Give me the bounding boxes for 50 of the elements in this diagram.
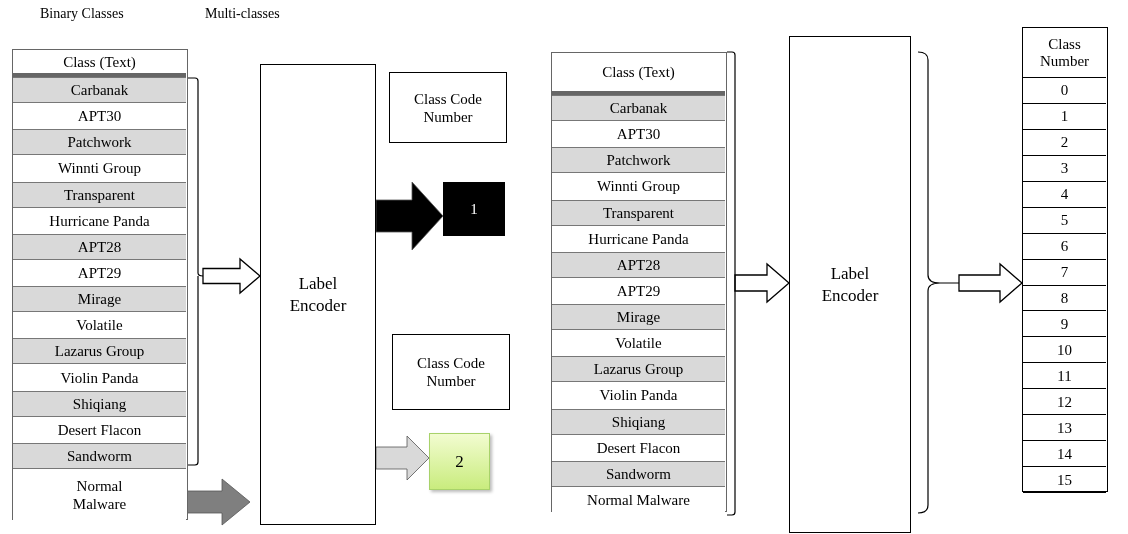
label-encoder-box: Label Encoder [789,36,911,533]
class-table [551,52,727,512]
column-heading: Binary Classes [40,6,124,22]
class-code-box: Class Code Number [389,72,507,143]
table-row: 0 [1023,78,1106,104]
table-row: 8 [1023,285,1106,312]
table-row: Lazarus Group [13,338,186,365]
class-code-box: Class Code Number [392,334,510,410]
block-arrow [185,478,251,526]
table-row: 3 [1023,155,1106,182]
table-row: Shiqiang [13,390,186,417]
table-row: Transparent [13,181,186,208]
block-arrow [375,435,430,481]
block-arrow [375,181,444,251]
table-row: 12 [1023,389,1106,416]
table-row: 5 [1023,207,1106,234]
table-row: 13 [1023,415,1106,442]
label-encoder-box: Label Encoder [260,64,376,525]
table-row: Carbanak [552,95,725,122]
table-row: 10 [1023,337,1106,364]
code-number-box: 2 [429,433,490,490]
table-header: Class Number [1023,28,1106,78]
block-arrow [734,262,790,304]
code-number-box: 1 [443,182,505,236]
table-row: Lazarus Group [552,356,725,383]
table-row: Sandworm [552,460,725,487]
table-row: Carbanak [13,77,186,104]
table-row: Patchwork [13,129,186,156]
table-row: Patchwork [552,147,725,174]
table-row: Shiqiang [552,408,725,435]
table-row: 14 [1023,441,1106,468]
table-row: 9 [1023,311,1106,338]
table-row: 6 [1023,233,1106,260]
table-row: Mirage [13,286,186,313]
table-row: 7 [1023,259,1106,286]
block-arrow [202,257,261,295]
table-row: 15 [1023,467,1106,493]
table-row: 1 [1023,103,1106,130]
table-row: APT28 [552,251,725,278]
table-row: 2 [1023,129,1106,156]
column-heading: Multi-classes [205,6,280,22]
table-row: 11 [1023,363,1106,390]
table-row: APT28 [13,233,186,260]
class-table [12,49,188,520]
table-row: Sandworm [13,442,186,469]
table-row: 4 [1023,181,1106,208]
block-arrow [958,262,1023,304]
table-row: Mirage [552,304,725,331]
table-row: Transparent [552,199,725,226]
class-number-table [1022,27,1108,492]
